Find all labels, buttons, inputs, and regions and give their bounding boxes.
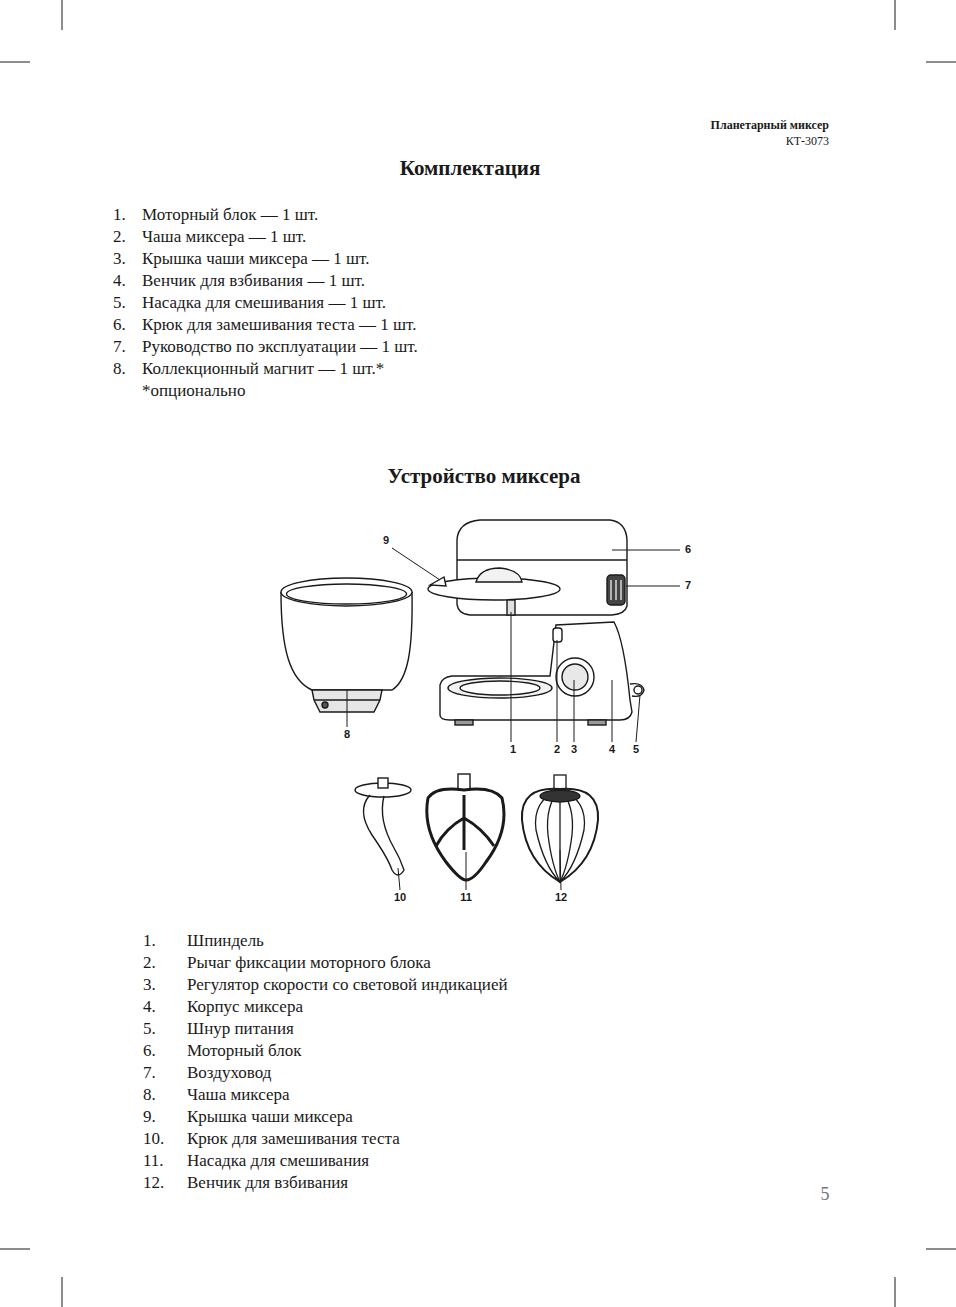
list-number: 2.	[113, 227, 126, 247]
list-number: 3.	[143, 975, 156, 995]
list-number: 8.	[113, 359, 126, 379]
list-number: 2.	[143, 953, 156, 973]
list-number: 1.	[143, 931, 156, 951]
list-number: 11.	[143, 1151, 164, 1171]
list-number: 8.	[143, 1085, 156, 1105]
list-item: Венчик для взбивания — 1 шт.	[142, 271, 365, 291]
callout-number: 2	[554, 743, 560, 756]
list-item: Корпус миксера	[187, 997, 303, 1017]
callout-number: 4	[609, 743, 615, 756]
list-number: 5.	[113, 293, 126, 313]
list-number: 6.	[143, 1041, 156, 1061]
dough-hook-drawing	[355, 778, 411, 875]
list-item: Рычаг фиксации моторного блока	[187, 953, 431, 973]
list-item: Моторный блок — 1 шт.	[142, 205, 318, 225]
callout-number: 10	[394, 891, 406, 904]
callout-number: 5	[633, 743, 639, 756]
callout-number: 6	[685, 543, 691, 556]
callout-number: 11	[460, 891, 472, 904]
footnote: *опционально	[142, 381, 245, 401]
list-item: Крышка чаши миксера — 1 шт.	[142, 249, 369, 269]
list-item: Моторный блок	[187, 1041, 302, 1061]
list-item: Чаша миксера	[187, 1085, 290, 1105]
list-item: Крышка чаши миксера	[187, 1107, 353, 1127]
callout-number: 1	[510, 743, 516, 756]
list-number: 4.	[113, 271, 126, 291]
callout-number: 8	[344, 728, 350, 741]
section-heading: Устройство миксера	[388, 464, 581, 489]
leader-lines	[347, 548, 680, 890]
list-number: 6.	[113, 315, 126, 335]
list-item: Крюк для замешивания теста — 1 шт.	[142, 315, 416, 335]
list-number: 12.	[143, 1173, 164, 1193]
list-item: Насадка для смешивания — 1 шт.	[142, 293, 386, 313]
list-item: Шнур питания	[187, 1019, 294, 1039]
list-number: 1.	[113, 205, 126, 225]
flat-beater-drawing	[427, 774, 504, 880]
list-number: 7.	[143, 1063, 156, 1083]
callout-number: 7	[685, 579, 691, 592]
list-item: Воздуховод	[187, 1063, 271, 1083]
running-header: КТ-3073	[786, 134, 829, 148]
callout-number: 3	[571, 743, 577, 756]
list-item: Венчик для взбивания	[187, 1173, 348, 1193]
list-number: 10.	[143, 1129, 164, 1149]
list-item: Чаша миксера — 1 шт.	[142, 227, 306, 247]
list-item: Шпиндель	[187, 931, 264, 951]
list-number: 5.	[143, 1019, 156, 1039]
list-item: Руководство по эксплуатации — 1 шт.	[142, 337, 418, 357]
callout-number: 12	[555, 891, 567, 904]
callout-number: 9	[383, 534, 389, 547]
list-number: 9.	[143, 1107, 156, 1127]
list-item: Крюк для замешивания теста	[187, 1129, 400, 1149]
list-number: 3.	[113, 249, 126, 269]
list-item: Регулятор скорости со световой индикацие…	[187, 975, 508, 995]
list-item: Насадка для смешивания	[187, 1151, 369, 1171]
list-number: 7.	[113, 337, 126, 357]
running-header: Планетарный миксер	[711, 118, 829, 132]
list-number: 4.	[143, 997, 156, 1017]
list-item: Коллекционный магнит — 1 шт.*	[142, 359, 384, 379]
page-number: 5	[821, 1184, 830, 1206]
section-heading: Комплектация	[400, 156, 541, 181]
